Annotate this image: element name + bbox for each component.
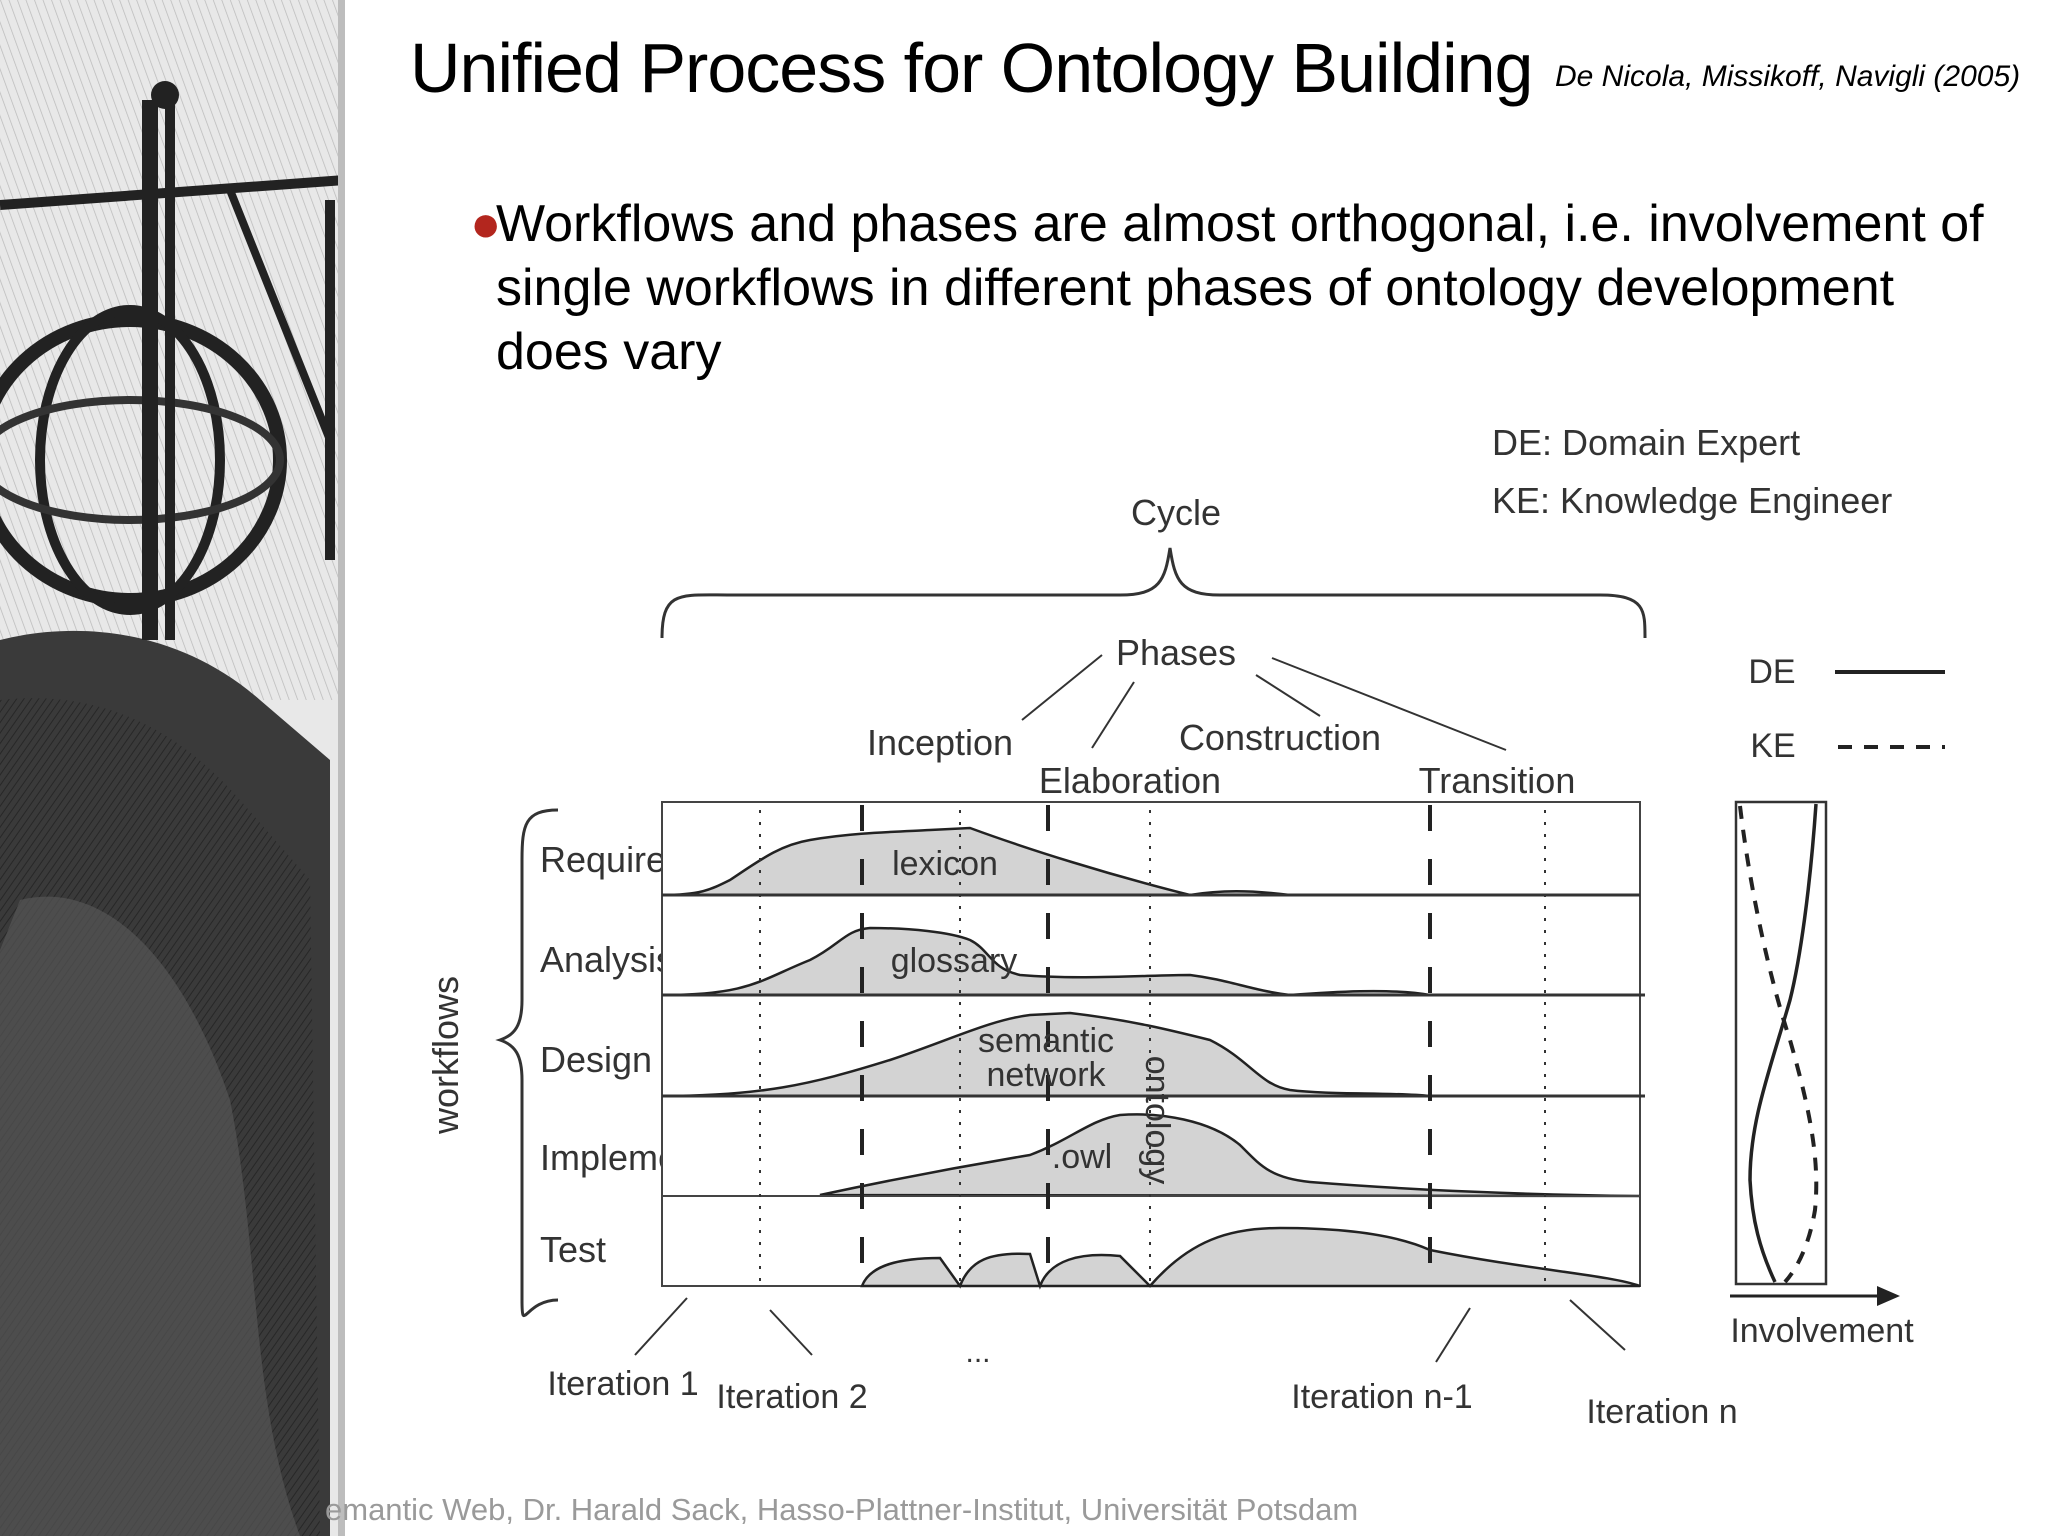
- iteration-connector: [634, 1297, 688, 1356]
- phase-elaboration: Elaboration: [1039, 760, 1221, 801]
- key-ke-label: KE: [1750, 727, 1795, 765]
- phase-construction: Construction: [1179, 717, 1381, 758]
- citation: De Nicola, Missikoff, Navigli (2005): [1555, 60, 2021, 93]
- cycle-brace: [660, 547, 1647, 639]
- unified-process-diagram: DE: Domain Expert KE: Knowledge Engineer…: [430, 422, 1945, 1431]
- design-curve: [661, 1011, 1640, 1098]
- phases-label: Phases: [1116, 632, 1236, 673]
- artifact-lexicon: lexicon: [892, 845, 998, 883]
- phase-transition: Transition: [1419, 760, 1576, 801]
- iteration-connector: [1569, 1299, 1626, 1351]
- cycle-label: Cycle: [1131, 492, 1221, 533]
- iteration-connector: [769, 1309, 813, 1356]
- phase-connector: [1271, 657, 1507, 751]
- engraving-illustration: [0, 0, 345, 1536]
- phase-connector: [1255, 674, 1321, 717]
- phase-connector: [1021, 654, 1103, 721]
- artifact-owl: .owl: [1052, 1138, 1112, 1176]
- requirements-curve: [661, 826, 1291, 897]
- arrow-right-icon: [1877, 1286, 1900, 1306]
- workflow-design: Design: [540, 1039, 652, 1080]
- artifact-ontology: ontology: [1138, 1056, 1176, 1185]
- footer: emantic Web, Dr. Harald Sack, Hasso-Plat…: [325, 1492, 1359, 1527]
- iteration-n: Iteration n: [1586, 1393, 1737, 1431]
- bullet-dot-icon: ●: [470, 195, 502, 253]
- artifact-glossary: glossary: [891, 942, 1018, 980]
- iteration-2: Iteration 2: [716, 1378, 867, 1416]
- implementation-curve: [819, 1113, 1641, 1198]
- slide-title: Unified Process for Ontology Building: [410, 29, 1533, 107]
- workflow-analysis: Analysis: [540, 939, 674, 980]
- involvement-label: Involvement: [1730, 1312, 1914, 1350]
- iteration-connector: [1435, 1307, 1471, 1363]
- artifact-semantic: semantic: [978, 1022, 1114, 1060]
- test-curve: [860, 1226, 1641, 1290]
- de-involvement-curve: [1748, 803, 1818, 1283]
- artifact-network: network: [986, 1056, 1106, 1094]
- legend-knowledge-engineer: KE: Knowledge Engineer: [1492, 480, 1892, 521]
- involvement-panel: [1734, 800, 1828, 1286]
- bullet-text: Workflows and phases are almost orthogon…: [496, 195, 1984, 381]
- phase-connector: [1091, 681, 1135, 749]
- ke-involvement-curve: [1738, 805, 1819, 1284]
- iteration-n-minus-1: Iteration n-1: [1291, 1378, 1472, 1416]
- key-de-label: DE: [1748, 653, 1795, 691]
- phase-inception: Inception: [867, 722, 1013, 763]
- workflow-test: Test: [540, 1229, 606, 1270]
- workflow-grid: [661, 801, 1645, 1290]
- legend-domain-expert: DE: Domain Expert: [1492, 422, 1800, 463]
- iteration-1: Iteration 1: [547, 1365, 698, 1403]
- iteration-ellipsis: ...: [965, 1336, 990, 1369]
- workflows-brace: [495, 808, 559, 1317]
- workflows-label: workflows: [430, 976, 466, 1135]
